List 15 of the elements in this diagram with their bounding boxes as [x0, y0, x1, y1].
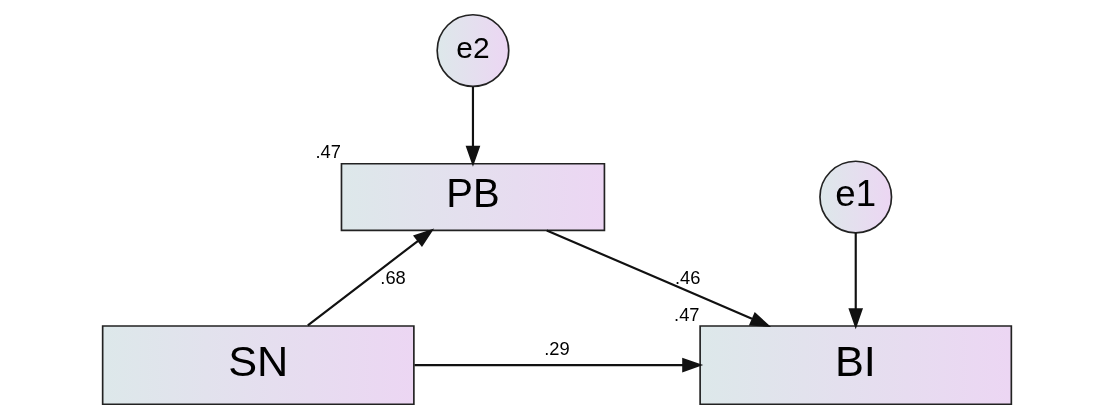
edge-label: .29	[544, 337, 570, 359]
edge-label: .46	[674, 267, 701, 289]
arrow	[848, 232, 864, 330]
arrow	[546, 229, 772, 327]
node-label: .47	[315, 141, 341, 163]
node-circle: e1	[819, 160, 893, 234]
arrow	[465, 86, 481, 167]
arrow	[307, 228, 435, 327]
arrow	[414, 357, 704, 373]
node-label: .47	[674, 303, 700, 325]
edge-label: .68	[380, 267, 406, 289]
node-circle: e2	[436, 13, 510, 88]
node-box: SN	[101, 325, 415, 406]
node-box: PB	[340, 162, 606, 232]
node-box: BI	[699, 325, 1013, 406]
